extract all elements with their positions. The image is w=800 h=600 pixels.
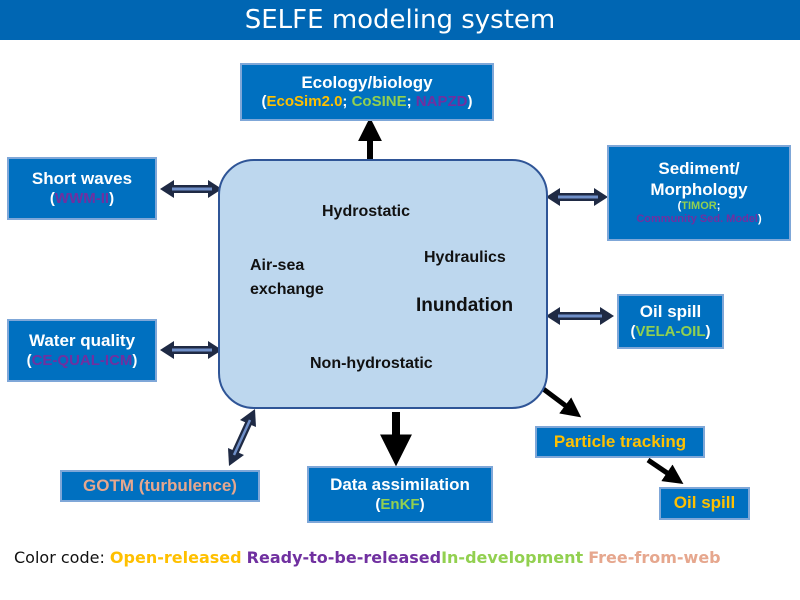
- legend-ready-to-be-released: Ready-to-be-released: [246, 548, 442, 567]
- core-inundation: Inundation: [416, 295, 514, 316]
- core-hydrostatic: Hydrostatic: [322, 203, 411, 220]
- model-timor: TIMOR: [681, 200, 717, 213]
- water-quality-box: Water quality (CE-QUAL-ICM): [7, 319, 157, 382]
- model-napzd: NAPZD: [415, 93, 468, 111]
- core-air-sea-line1: Air-sea: [250, 257, 305, 274]
- model-enkf: EnKF: [380, 495, 420, 513]
- sediment-label-line1: Sediment/: [658, 159, 740, 179]
- model-vela-oil: VELA-OIL: [635, 322, 706, 340]
- arrow-gotm-core: [228, 409, 256, 466]
- arrow-core-to-particle-tracking: [540, 386, 582, 418]
- water-quality-label: Water quality: [28, 331, 136, 351]
- core-air-sea-line2: exchange: [250, 281, 324, 298]
- oil-spill-right-box: Oil spill (VELA-OIL): [617, 294, 724, 349]
- title-bar: SELFE modeling system: [0, 0, 800, 40]
- data-assimilation-box: Data assimilation (EnKF): [307, 466, 493, 523]
- model-wwm: WWM-II: [54, 189, 110, 207]
- model-community-sed: Community Sed. Model: [636, 213, 758, 226]
- arrow-core-sediment: [546, 188, 608, 206]
- data-assimilation-models: (EnKF): [375, 495, 425, 513]
- short-waves-box: Short waves (WWM-II): [7, 157, 157, 220]
- model-ce-qual-icm: CE-QUAL-ICM: [31, 351, 133, 369]
- water-quality-models: (CE-QUAL-ICM): [26, 351, 138, 369]
- sediment-models-line1: (TIMOR;: [677, 200, 721, 213]
- oil-spill-bottom-label: Oil spill: [673, 493, 736, 513]
- color-code-legend: Color code: Open-released Ready-to-be-re…: [14, 548, 721, 567]
- sediment-models-line2: Community Sed. Model): [636, 213, 762, 226]
- particle-tracking-label: Particle tracking: [553, 431, 687, 451]
- core-hydraulics: Hydraulics: [424, 249, 506, 266]
- selfe-core-box: Hydrostatic Air-sea exchange Hydraulics …: [218, 159, 548, 409]
- legend-free-from-web: Free-from-web: [588, 548, 721, 567]
- ecology-biology-box: Ecology/biology (EcoSim2.0; CoSINE; NAPZ…: [240, 63, 494, 121]
- legend-in-development: In-development: [441, 548, 584, 567]
- arrow-short-waves-core: [160, 180, 222, 198]
- oil-spill-bottom-box: Oil spill: [659, 487, 750, 520]
- short-waves-models: (WWM-II): [49, 189, 115, 207]
- particle-tracking-box: Particle tracking: [535, 426, 705, 458]
- core-non-hydrostatic: Non-hydrostatic: [310, 355, 433, 372]
- ecology-biology-label: Ecology/biology: [301, 72, 433, 92]
- gotm-label: GOTM (turbulence): [83, 475, 237, 495]
- data-assimilation-label: Data assimilation: [330, 475, 470, 495]
- arrow-particle-to-oil-spill: [646, 457, 684, 485]
- oil-spill-right-models: (VELA-OIL): [630, 322, 711, 340]
- legend-open-released: Open-released: [109, 548, 242, 567]
- arrow-core-oil-spill: [546, 307, 614, 325]
- page-title: SELFE modeling system: [244, 5, 556, 35]
- ecology-models: (EcoSim2.0; CoSINE; NAPZD): [261, 93, 473, 111]
- sediment-label-line2: Morphology: [650, 179, 748, 199]
- arrow-water-quality-core: [160, 341, 222, 359]
- gotm-box: GOTM (turbulence): [60, 470, 260, 502]
- short-waves-label: Short waves: [31, 169, 133, 189]
- legend-lead: Color code:: [14, 548, 110, 567]
- model-ecosim: EcoSim2.0: [266, 93, 343, 111]
- oil-spill-right-label: Oil spill: [639, 302, 702, 322]
- sediment-morphology-box: Sediment/ Morphology (TIMOR; Community S…: [607, 145, 791, 241]
- model-cosine: CoSINE: [351, 93, 407, 111]
